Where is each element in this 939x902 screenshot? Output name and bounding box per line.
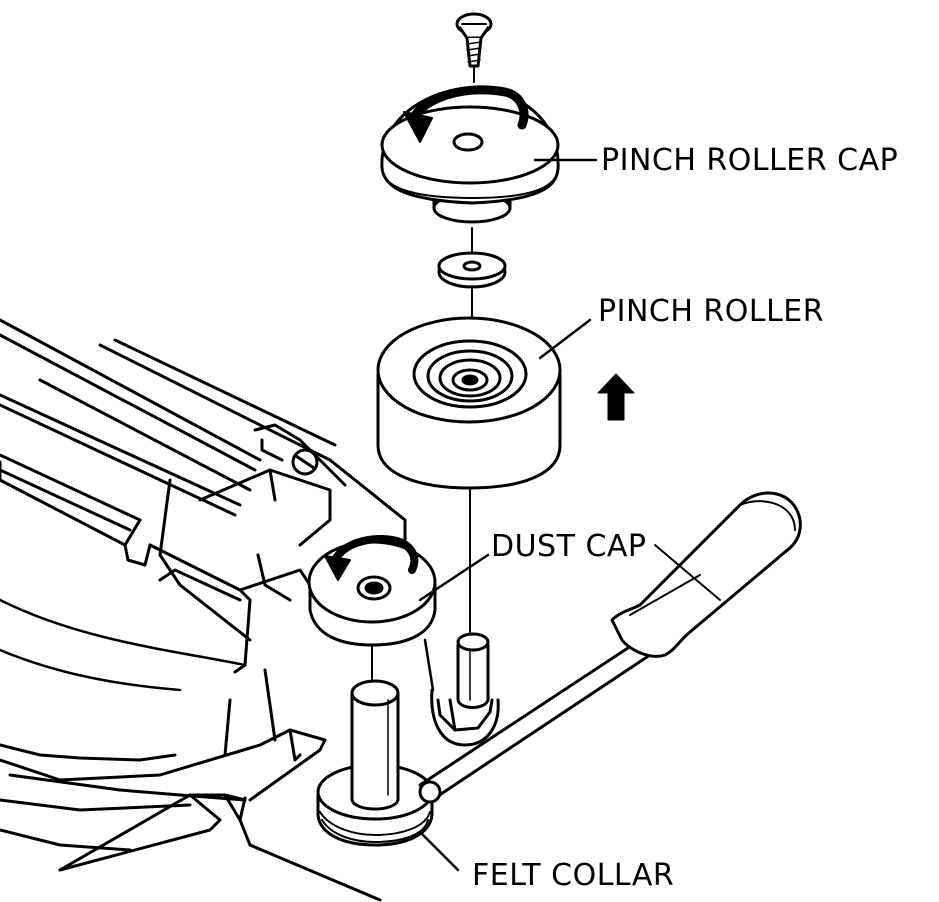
roller-shaft-part [430, 632, 500, 747]
dust-cap-label: DUST CAP [491, 529, 647, 564]
dust-cap-part [307, 535, 490, 647]
tape-deck-head-assembly [0, 318, 407, 902]
pinch-roller-label: PINCH ROLLER [598, 294, 825, 329]
rotate-arrow-icon [403, 85, 529, 143]
rotate-arrow-icon [324, 535, 419, 581]
pinch-roller-cap-label: PINCH ROLLER CAP [601, 143, 899, 178]
felt-collar-part [316, 679, 460, 872]
felt-collar-label: FELT COLLAR [472, 858, 675, 893]
pinch-roller-part [376, 316, 592, 490]
pinch-roller-cap-part [380, 85, 598, 224]
screw-part [455, 12, 493, 83]
axis-line [423, 638, 435, 692]
washer-part [437, 251, 507, 289]
up-arrow-icon [597, 373, 635, 421]
screwdriver-tool [418, 491, 802, 804]
